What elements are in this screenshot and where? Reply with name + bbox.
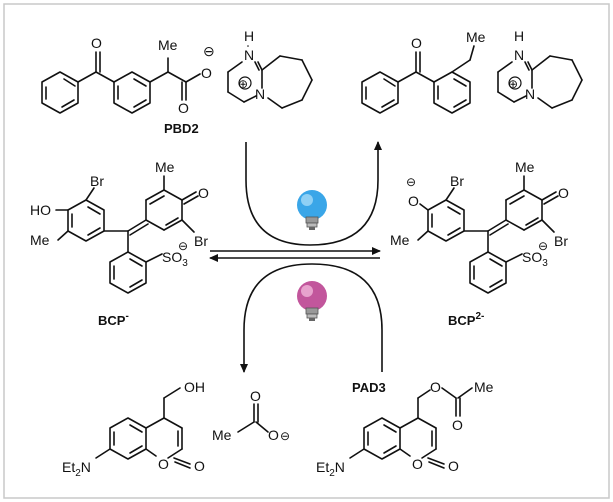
bcpm-so3: SO3 (162, 249, 188, 269)
pink-lightbulb-icon (297, 281, 327, 321)
bcp2m-me1: Me (390, 232, 410, 248)
pbd2-ketone-o: O (91, 35, 102, 51)
dbuh-nh-h: H (244, 28, 254, 44)
bcpm-me2: Me (155, 159, 175, 175)
ethylbp-ketone-o: O (411, 35, 422, 51)
pad3-carbonyl-o: O (452, 417, 463, 433)
acetate-charge: ⊖ (280, 429, 290, 443)
dbuh-product-structure: H N N ⊕ (497, 28, 583, 109)
bcp-minus-structure: Br HO Me Me O Br ⊖ SO3 BCP- (30, 159, 209, 328)
dbuh-n2: N (255, 86, 265, 102)
dbuh-product-n1: N (514, 47, 524, 63)
acetate-o2: O (268, 427, 279, 443)
coumarin-oh-structure: O O OH Et2N (62, 379, 205, 479)
pad3-ring-o: O (412, 456, 423, 472)
pbd2-charge: ⊖ (203, 43, 215, 59)
bcp2m-o: O (558, 185, 569, 201)
coumarin-oh-ring-o: O (158, 456, 169, 472)
bcp2m-so3: SO3 (522, 249, 548, 269)
bcp2m-br2: Br (554, 233, 568, 249)
bcpm-charge: ⊖ (178, 239, 188, 253)
dbuh-product-nh-h: H (514, 28, 524, 44)
bcpm-me1: Me (30, 232, 50, 248)
acetate-structure: Me O O ⊖ (212, 388, 290, 443)
coumarin-oh-oh: OH (184, 379, 205, 395)
bcp-2minus-structure: Br O ⊖ Me Me O Br ⊖ SO3 BCP2- (390, 159, 569, 328)
coumarin-oh-net2: Et2N (62, 459, 91, 479)
acetate-me: Me (212, 427, 232, 443)
dbuh-structure: H N N ⊕ (227, 28, 313, 109)
bcp2m-me2: Me (515, 159, 535, 175)
blue-lightbulb-icon (297, 190, 327, 230)
dbuh-n1: N (244, 47, 254, 63)
dbuh-product-charge: ⊕ (508, 77, 518, 91)
pbd2-structure: O Me O O ⊖ PBD2 (41, 35, 215, 136)
bcpm-o: O (198, 185, 209, 201)
pbd2-label: PBD2 (164, 121, 199, 136)
bcp2m-br1: Br (450, 173, 464, 189)
pad3-ester-o: O (430, 379, 441, 395)
bcpm-br2: Br (194, 233, 208, 249)
coumarin-oh-carbonyl-o: O (194, 458, 205, 474)
bcp-minus-label: BCP- (98, 311, 129, 328)
ethylbenzophenone-structure: O Me (361, 29, 486, 114)
dbuh-product-n2: N (525, 86, 535, 102)
pad3-label: PAD3 (352, 380, 386, 395)
pbd2-methyl: Me (158, 37, 178, 53)
bcpm-ho: HO (30, 202, 51, 218)
pad3-structure: PAD3 O O O O Me Et2N (316, 379, 494, 479)
pbd2-carboxylate-o: O (201, 65, 212, 81)
figure-frame (3, 3, 610, 499)
ethylbp-methyl: Me (466, 29, 486, 45)
pbd2-carbonyl-o: O (178, 100, 189, 116)
bcp2m-charge2: ⊖ (538, 239, 548, 253)
bcp-2minus-label: BCP2- (448, 311, 484, 328)
equilibrium-arrows (209, 247, 381, 262)
bcp2m-o-minus: O (408, 193, 419, 209)
bcpm-br1: Br (90, 173, 104, 189)
pad3-lactone-o: O (448, 458, 459, 474)
pad3-me: Me (474, 379, 494, 395)
pad3-net2: Et2N (316, 459, 345, 479)
dbuh-charge: ⊕ (238, 77, 248, 91)
bcp2m-charge1: ⊖ (406, 175, 416, 189)
acetate-o1: O (250, 388, 261, 404)
curved-arrows (240, 141, 383, 373)
